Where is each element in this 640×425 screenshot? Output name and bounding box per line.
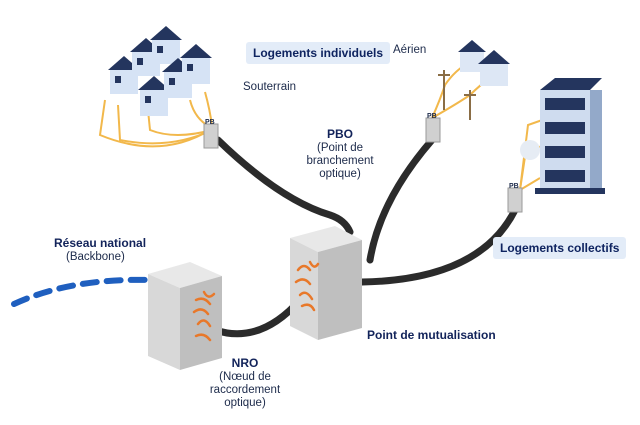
aerial-house-2 xyxy=(478,50,510,86)
aerial-houses xyxy=(458,40,510,86)
pbo-sub-1: (Point de xyxy=(316,142,364,154)
individual-houses xyxy=(108,26,212,116)
house-3 xyxy=(150,26,182,64)
cable-nro-to-pm xyxy=(211,296,304,338)
nro-cabinet xyxy=(148,262,222,370)
cable-pm-to-pb-collective xyxy=(358,206,519,286)
cable-pm-to-pb-individual xyxy=(214,136,354,236)
utility-poles xyxy=(438,70,476,120)
point-mutualisation-label: Point de mutualisation xyxy=(367,328,496,342)
main-cables xyxy=(211,136,519,338)
pb-box-individual xyxy=(203,123,219,149)
collective-building xyxy=(520,78,605,194)
pb-label-aerial: PB xyxy=(427,113,437,120)
pb-box-collective xyxy=(507,187,523,213)
house-6 xyxy=(180,44,212,84)
nro-sub-1: (Nœud de xyxy=(219,371,271,383)
pm-cabinet xyxy=(290,226,362,340)
pbo-sub-3: optique) xyxy=(319,168,361,180)
backbone-label: (Backbone) xyxy=(66,251,125,263)
backbone-dashed-line xyxy=(11,276,153,307)
souterrain-label: Souterrain xyxy=(243,81,297,93)
aerial-house-1 xyxy=(458,40,486,72)
nro-sub-2: raccordement xyxy=(209,384,281,396)
pb-label-collective: PB xyxy=(509,183,519,190)
nro-sub-3: optique) xyxy=(224,397,266,409)
house-4 xyxy=(138,76,170,116)
logements-collectifs-label: Logements collectifs xyxy=(493,237,627,259)
nro-title: NRO xyxy=(231,356,259,370)
cable-pm-to-pb-aerial xyxy=(366,136,436,264)
underground-fibers xyxy=(98,91,213,148)
reseau-national-label: Réseau national xyxy=(54,236,147,250)
pbo-title: PBO xyxy=(326,127,353,141)
logements-individuels-label: Logements individuels xyxy=(246,42,391,64)
aerien-label: Aérien xyxy=(393,44,427,56)
pb-label-individual: PB xyxy=(205,119,215,126)
pbo-sub-2: branchement xyxy=(306,155,374,167)
pb-box-aerial xyxy=(425,117,441,143)
